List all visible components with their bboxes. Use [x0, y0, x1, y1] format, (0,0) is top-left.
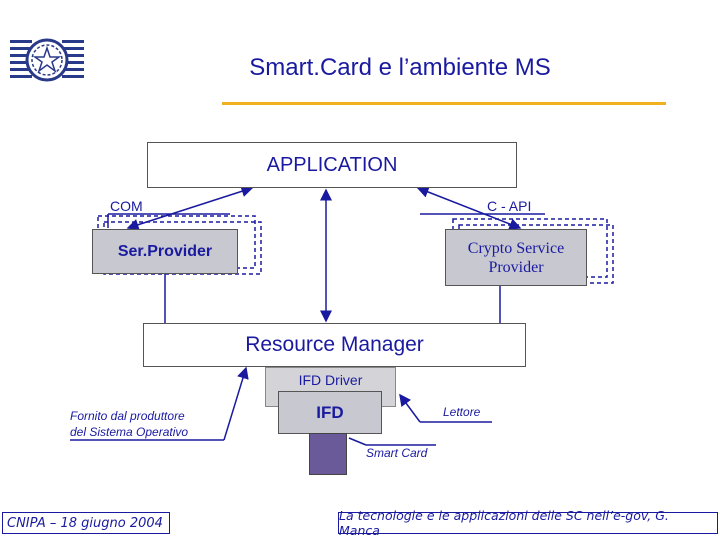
reader-label: Lettore: [443, 405, 481, 419]
republic-emblem-logo: [10, 38, 84, 82]
footer-citation: La tecnologie e le applicazioni delle SC…: [338, 508, 718, 538]
application-box: APPLICATION: [147, 142, 517, 188]
service-provider-box: Ser.Provider: [92, 229, 238, 274]
ifd-box: IFD: [278, 391, 382, 434]
capi-arrow: [416, 186, 522, 230]
capi-label: C - API: [487, 198, 532, 214]
os-note-arrow: [223, 366, 249, 441]
os-note-line-2: del Sistema Operativo: [70, 425, 189, 439]
com-arrow: [126, 185, 254, 231]
smart-card-label: Smart Card: [366, 446, 428, 460]
smart-card-shape: [309, 433, 347, 475]
reader-arrow: [399, 393, 421, 423]
title-underline: [222, 102, 666, 105]
slide-title: Smart.Card e l’ambiente MS: [249, 54, 551, 81]
os-note-line-1: Fornito dal produttore: [70, 409, 185, 423]
crypto-service-provider-box: Crypto Service Provider: [445, 229, 587, 286]
com-label: COM: [110, 198, 143, 214]
crypto-provider-line-2: Provider: [488, 258, 544, 276]
footer-date: CNIPA – 18 giugno 2004: [2, 512, 170, 534]
os-vendor-note: Fornito dal produttore del Sistema Opera…: [70, 408, 188, 440]
resource-manager-box: Resource Manager: [143, 323, 526, 367]
crypto-provider-line-1: Crypto Service: [467, 239, 565, 257]
